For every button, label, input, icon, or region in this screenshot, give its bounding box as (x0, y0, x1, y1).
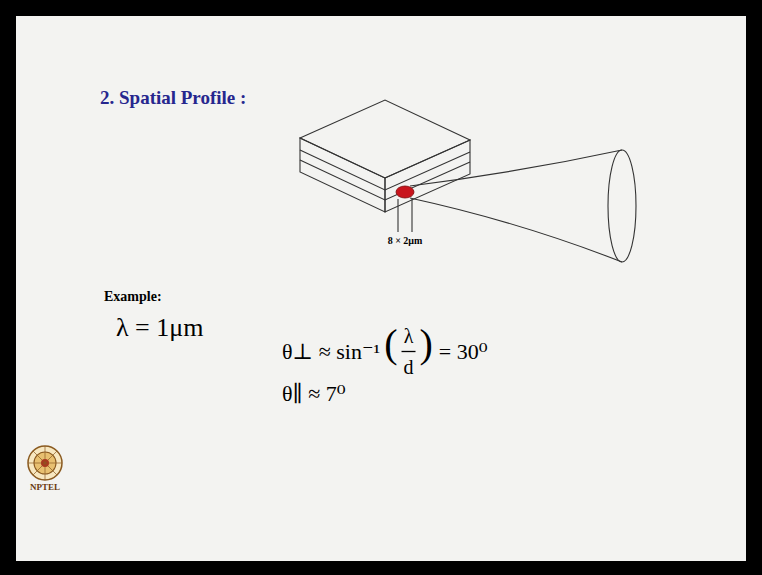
parenthesis: ( (384, 322, 397, 366)
nptel-logo (28, 446, 62, 480)
beam-spot-outline (608, 150, 636, 262)
fraction-numerator: λ (404, 325, 414, 347)
emission-spot (396, 186, 414, 198)
logo-text: NPTEL (30, 483, 60, 493)
fraction-bar (402, 351, 416, 352)
leader-line (397, 199, 398, 232)
slide-title: 2. Spatial Profile : (100, 88, 246, 109)
equation-part: θ∥ ≈ 7⁰ (282, 382, 346, 406)
dimension-label: 8 × 2μm (388, 235, 423, 246)
equation-result: = 30⁰ (439, 340, 488, 364)
leader-line (411, 199, 412, 232)
layer-line (300, 150, 470, 190)
parenthesis: ) (420, 322, 433, 366)
equation-part: θ⊥ ≈ sin⁻¹ (282, 340, 380, 364)
wavelength-value: λ = 1μm (116, 314, 203, 343)
beam-edge (410, 150, 622, 186)
chip-top-face (300, 100, 470, 178)
slide-background: 2. Spatial Profile : 8 × 2μmExample: λ = 1… (16, 16, 746, 561)
fraction-denominator: d (404, 356, 414, 378)
beam-edge (410, 198, 622, 262)
layer-line (300, 160, 470, 200)
example-heading: Example: (104, 289, 162, 304)
chip-side-face (300, 138, 385, 212)
